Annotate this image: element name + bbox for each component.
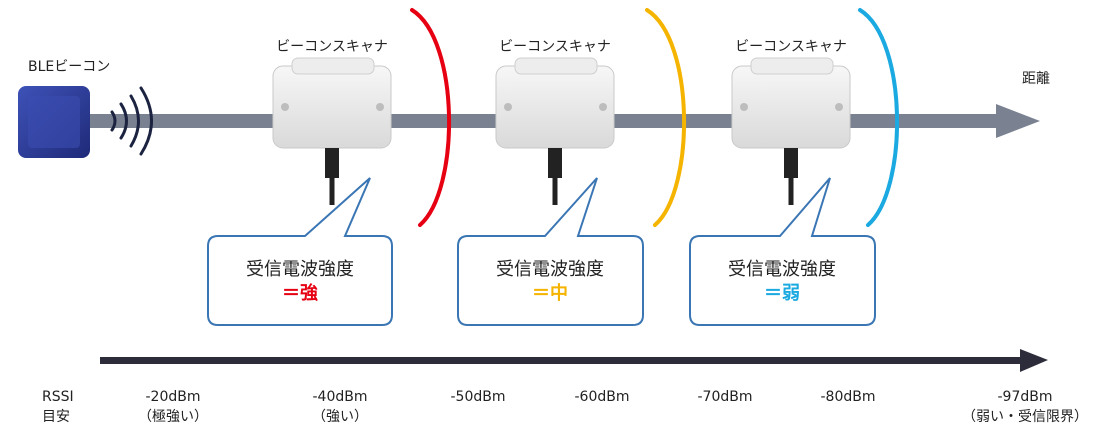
signal-level-strong: ＝強 bbox=[282, 283, 318, 304]
signal-level-weak: ＝弱 bbox=[764, 283, 800, 304]
rssi-dbm: -97dBm bbox=[997, 389, 1053, 405]
range-arc-weak bbox=[858, 8, 900, 227]
signal-waves-icon bbox=[110, 86, 153, 156]
range-arc-medium bbox=[645, 8, 687, 227]
rssi-value-1: -20dBm （極強い） bbox=[118, 387, 228, 427]
callout-1: 受信電波強度 ＝強 bbox=[225, 258, 375, 306]
scanner-device-2 bbox=[495, 57, 615, 205]
beacon-label: BLEビーコン bbox=[28, 59, 111, 75]
signal-level-medium: ＝中 bbox=[532, 283, 568, 304]
callout-3: 受信電波強度 ＝弱 bbox=[707, 258, 857, 306]
rssi-dbm: -50dBm bbox=[450, 389, 506, 405]
rssi-note: （弱い・受信限界） bbox=[962, 409, 1088, 425]
rssi-title-line1: RSSI bbox=[42, 389, 74, 405]
rssi-value-4: -60dBm bbox=[547, 387, 657, 407]
scanner-label-2: ビーコンスキャナ bbox=[499, 39, 611, 55]
rssi-value-7: -97dBm （弱い・受信限界） bbox=[950, 387, 1100, 427]
scanner-label-1: ビーコンスキャナ bbox=[276, 39, 388, 55]
rssi-title-line2: 目安 bbox=[42, 409, 70, 425]
rssi-dbm: -60dBm bbox=[574, 389, 630, 405]
rssi-dbm: -80dBm bbox=[820, 389, 876, 405]
rssi-note: （強い） bbox=[312, 409, 368, 425]
signal-strength-label: 受信電波強度 bbox=[496, 259, 604, 280]
callout-bubble-1 bbox=[207, 177, 393, 326]
signal-strength-label: 受信電波強度 bbox=[728, 259, 836, 280]
rssi-dbm: -40dBm bbox=[312, 389, 368, 405]
callout-bubble-2 bbox=[457, 177, 644, 326]
rssi-value-3: -50dBm bbox=[423, 387, 533, 407]
distance-label: 距離 bbox=[1022, 71, 1050, 87]
rssi-value-2: -40dBm （強い） bbox=[285, 387, 395, 427]
scanner-device-3 bbox=[731, 57, 851, 205]
rssi-value-6: -80dBm bbox=[793, 387, 903, 407]
scanner-device-1 bbox=[272, 57, 392, 205]
rssi-title: RSSI 目安 bbox=[42, 387, 74, 427]
rssi-value-5: -70dBm bbox=[670, 387, 780, 407]
rssi-arrow bbox=[100, 349, 1048, 372]
callout-2: 受信電波強度 ＝中 bbox=[475, 258, 625, 306]
rssi-note: （極強い） bbox=[138, 409, 208, 425]
rssi-dbm: -20dBm bbox=[145, 389, 201, 405]
beacon-icon bbox=[18, 86, 90, 158]
callout-bubble-3 bbox=[689, 177, 876, 326]
range-arc-strong bbox=[410, 8, 452, 227]
scanner-label-3: ビーコンスキャナ bbox=[735, 39, 847, 55]
signal-strength-label: 受信電波強度 bbox=[246, 259, 354, 280]
rssi-dbm: -70dBm bbox=[697, 389, 753, 405]
